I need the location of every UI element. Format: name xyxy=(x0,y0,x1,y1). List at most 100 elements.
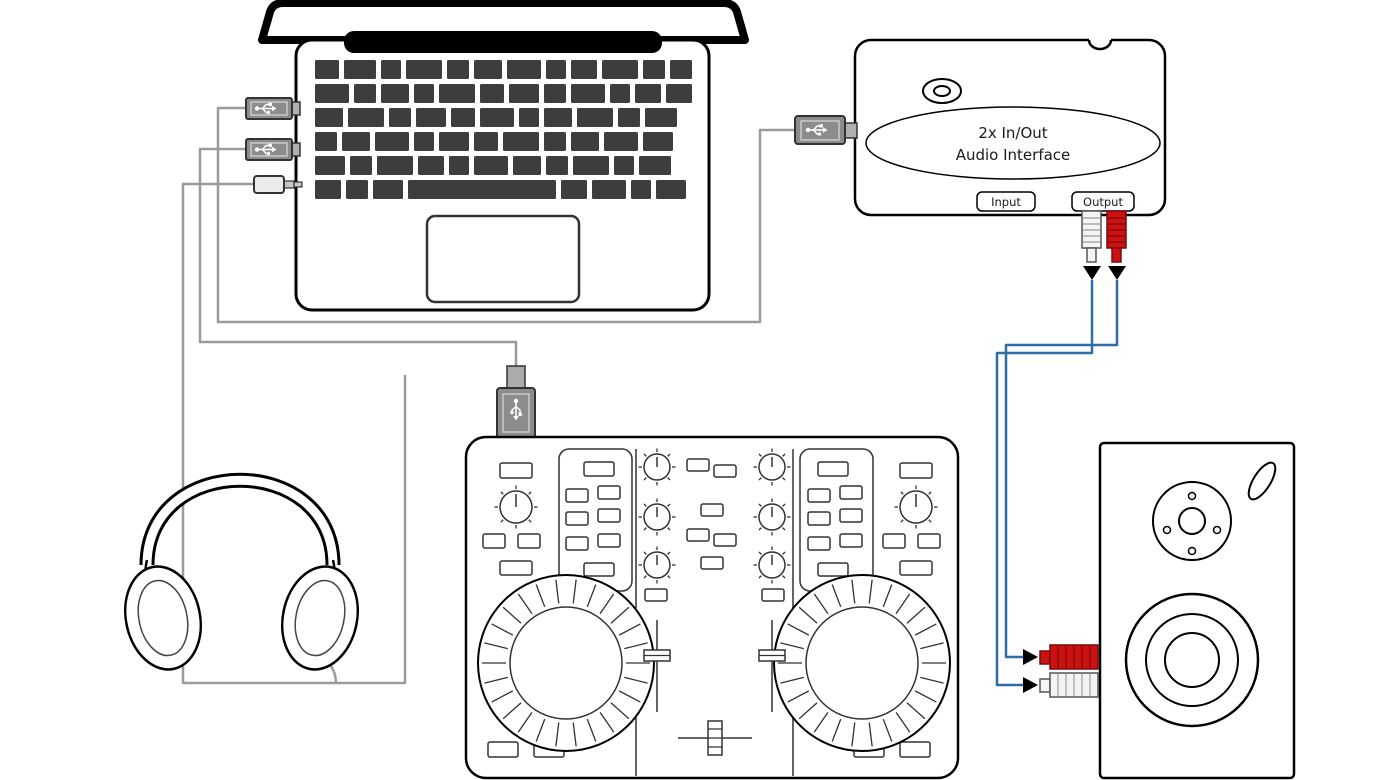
jog-tick xyxy=(517,593,533,614)
rca-ridges xyxy=(1057,646,1091,668)
controller-button xyxy=(499,560,533,576)
laptop-key xyxy=(354,84,376,103)
controller-button xyxy=(807,488,831,503)
controller-button xyxy=(839,485,863,500)
controller-knob xyxy=(494,485,538,529)
ear-cup-pad xyxy=(294,579,346,657)
laptop-key xyxy=(509,84,539,103)
jog-tick xyxy=(780,676,804,684)
rca-plug-white-input xyxy=(1039,672,1099,698)
jog-tick xyxy=(787,690,810,703)
laptop-key xyxy=(389,108,411,127)
laptop-key xyxy=(474,132,498,151)
audio-jack-shaft xyxy=(283,180,295,189)
interface-knob-center xyxy=(933,85,951,97)
speaker-port xyxy=(1247,461,1277,501)
headphone-cable xyxy=(181,182,407,685)
laptop-key xyxy=(635,84,661,103)
signal-direction-arrow-right-white xyxy=(1023,677,1038,693)
pitch-fader-right xyxy=(758,620,786,712)
headband-outer xyxy=(139,472,341,566)
usb-plug-controller xyxy=(496,365,536,439)
controller-button xyxy=(713,533,737,547)
jog-tick xyxy=(502,606,522,624)
cables xyxy=(181,106,1119,687)
rca-ridges xyxy=(1057,674,1091,696)
laptop-key xyxy=(315,108,343,127)
signal-direction-arrow-right-red xyxy=(1023,649,1038,665)
laptop-key xyxy=(451,108,475,127)
laptop-key xyxy=(602,60,638,79)
jog-tick xyxy=(610,606,630,624)
controller-button xyxy=(565,511,589,526)
knob-tick xyxy=(528,519,532,523)
jog-tick xyxy=(882,584,893,608)
signal-direction-arrow-down-red xyxy=(1108,266,1126,280)
controller-button xyxy=(917,533,941,549)
controller-button xyxy=(499,462,533,479)
usb-plug-laptop-1 xyxy=(245,97,301,120)
laptop-key xyxy=(645,108,677,127)
output-port-label: Output xyxy=(1083,195,1123,209)
laptop-key xyxy=(474,60,502,79)
knob-tick xyxy=(758,453,762,457)
laptop-key xyxy=(315,180,341,199)
controller-button xyxy=(882,533,906,549)
rca-plug-red-output xyxy=(1106,210,1127,263)
usb-plug-laptop-2 xyxy=(245,138,301,161)
interface-label-line1: 2x In/Out xyxy=(978,124,1047,142)
controller-button xyxy=(817,562,849,577)
jog-tick xyxy=(517,712,533,733)
knob-tick xyxy=(900,519,904,523)
ear-cup-right xyxy=(280,565,360,671)
jog-platter xyxy=(805,606,919,720)
rca-cable-white xyxy=(995,280,1094,687)
laptop-key xyxy=(604,132,638,151)
jog-wheel xyxy=(773,574,951,752)
knob-tick xyxy=(643,527,647,531)
laptop-key xyxy=(571,132,599,151)
laptop-key xyxy=(573,156,609,175)
jog-tick xyxy=(618,690,641,703)
jog-tick xyxy=(920,676,944,684)
laptop-key xyxy=(592,180,626,199)
rca-plug-white-output xyxy=(1081,210,1102,263)
jog-tick xyxy=(787,623,810,636)
input-port-label: Input xyxy=(991,195,1021,209)
usb-plug-interface xyxy=(794,115,858,145)
knob-tick xyxy=(928,519,932,523)
jog-tick xyxy=(906,606,926,624)
input-port-tab xyxy=(976,191,1036,212)
jog-wheel xyxy=(477,574,655,752)
woofer-dustcap xyxy=(1164,632,1220,688)
jog-tick xyxy=(535,584,546,608)
controller-button xyxy=(807,536,831,551)
jog-tick xyxy=(624,676,648,684)
controller-knob xyxy=(753,546,791,584)
laptop-key xyxy=(373,180,403,199)
laptop-key xyxy=(449,156,469,175)
usb-plug-inner xyxy=(250,142,288,157)
controller-knob xyxy=(753,448,791,486)
controller-button xyxy=(686,458,710,472)
audio-interface-box: 2x In/Out Audio Interface Input Output xyxy=(794,36,1167,280)
jog-tick xyxy=(868,579,873,604)
laptop-key xyxy=(439,132,469,151)
laptop-key xyxy=(418,156,444,175)
pitch-fader-left xyxy=(643,620,671,712)
laptop-key xyxy=(507,60,541,79)
controller-button xyxy=(700,503,724,517)
rca-tip xyxy=(1039,678,1051,693)
laptop-key xyxy=(344,60,376,79)
laptop-key xyxy=(350,156,372,175)
jog-tick xyxy=(780,642,804,650)
jog-tick xyxy=(882,718,893,742)
controller-jog-wheels xyxy=(477,574,951,752)
laptop-key xyxy=(610,84,630,103)
tweeter-screw xyxy=(1212,525,1222,535)
laptop-key xyxy=(447,60,469,79)
laptop-key xyxy=(346,180,368,199)
tweeter-dome xyxy=(1178,507,1206,535)
laptop-key xyxy=(544,132,566,151)
